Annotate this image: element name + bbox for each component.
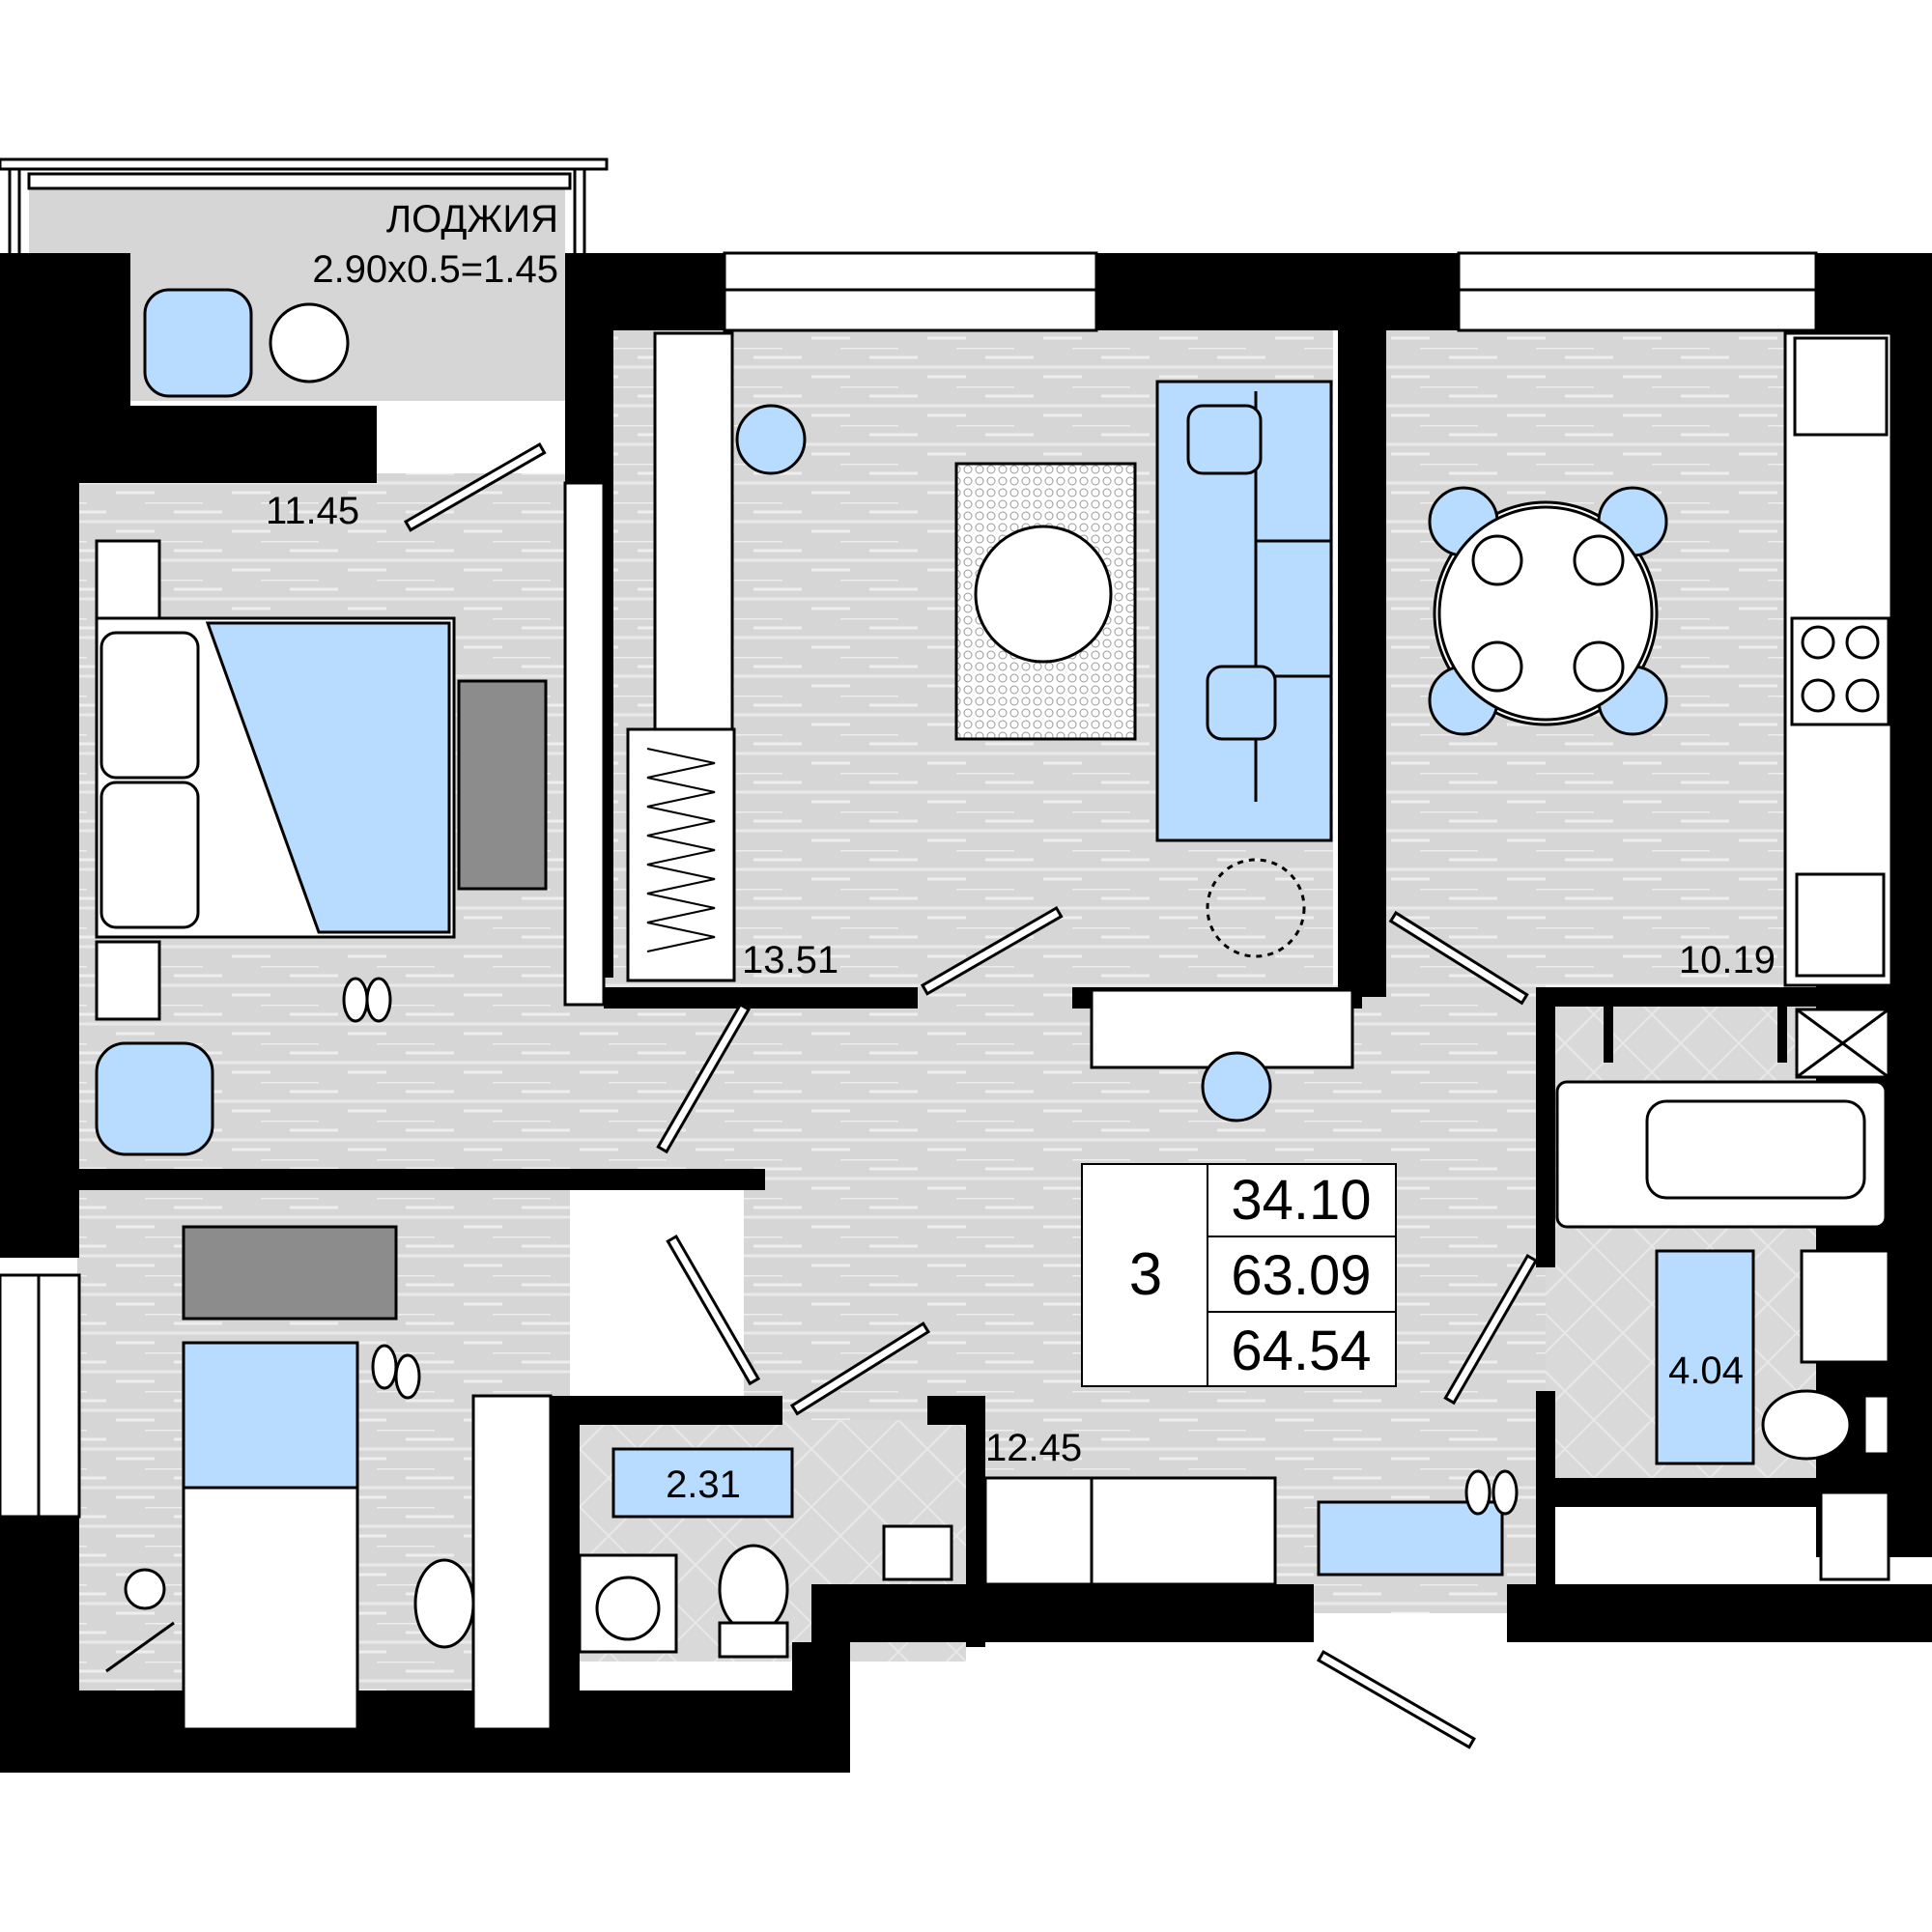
hall-area-label: 12.45 [985, 1427, 1082, 1469]
hall-shoes [1464, 1469, 1492, 1516]
door-entrance [1316, 1649, 1476, 1749]
doors [403, 441, 1539, 1749]
dining-table-top [1437, 505, 1654, 722]
loggia-title: ЛОДЖИЯ [386, 198, 558, 241]
summary-frame [1081, 1163, 1397, 1387]
furniture [95, 288, 1893, 1731]
door-loggia [403, 441, 547, 532]
kids-rug [182, 1225, 398, 1321]
wc-area-label: 2.31 [666, 1463, 741, 1506]
loggia-frame [0, 157, 609, 171]
room-labels: ЛОДЖИЯ 2.90x0.5=1.45 11.45 13.51 10.19 1… [266, 198, 1776, 1730]
bed-blanket [205, 621, 451, 934]
bathroom-mat [1655, 1249, 1755, 1465]
nightstand-bottom [95, 940, 161, 1021]
sofa-cushion-2 [1206, 665, 1277, 741]
door-bath [1443, 1253, 1539, 1406]
fridge [1793, 336, 1889, 437]
hall-pouf [1201, 1051, 1272, 1122]
bed-pillow-bottom [99, 781, 200, 929]
floor-lamp [105, 1621, 175, 1673]
door-wc [789, 1321, 931, 1416]
hall-bench [1317, 1500, 1504, 1577]
living-area-label: 13.51 [742, 939, 838, 981]
living-wardrobe [626, 727, 736, 982]
living-area-total: 34.10 [1231, 1169, 1371, 1232]
bedroom-armchair [95, 1041, 214, 1156]
kitchen-sink [1795, 872, 1886, 978]
wc-mat [611, 1447, 794, 1519]
nightstand-top [95, 539, 161, 620]
wardrobe-hangers [646, 748, 716, 952]
total-with-loggia: 64.54 [1231, 1320, 1371, 1382]
bed-duvet [182, 1486, 359, 1731]
bedroom-rug [457, 679, 548, 891]
pouf [735, 404, 807, 475]
bathroom-sink [1800, 1249, 1890, 1364]
bathroom-area-label: 4.04 [1668, 1350, 1744, 1392]
loggia-armchair [143, 288, 253, 398]
kids-room-area-label: 9.14 [369, 1688, 444, 1730]
bathroom-toilet [1761, 1389, 1852, 1461]
tv-console [1090, 988, 1354, 1069]
door-kitchen [1388, 910, 1529, 1006]
bed-pillow-top [99, 631, 200, 780]
boiler [1819, 1491, 1890, 1581]
bedroom-wardrobe [563, 481, 606, 1007]
bedroom-area-label: 11.45 [266, 490, 359, 532]
loggia-formula: 2.90x0.5=1.45 [312, 248, 558, 291]
kids-slippers [371, 1344, 398, 1390]
window-living [723, 251, 1098, 332]
door-bedroom [656, 1002, 752, 1154]
kids-desk [471, 1394, 553, 1731]
desk-chair [413, 1558, 475, 1649]
loggia-table [269, 302, 350, 384]
outer-wall-top [565, 253, 724, 330]
window-loggia-top [27, 172, 572, 190]
hall-wardrobe [983, 1476, 1277, 1586]
summary-box: 3 34.10 63.09 64.54 [1081, 1163, 1397, 1387]
slippers [342, 977, 369, 1023]
door-living [920, 905, 1064, 996]
kitchen-area-label: 10.19 [1679, 939, 1776, 981]
wc-sink [882, 1524, 953, 1581]
window-kitchen [1457, 251, 1818, 332]
living-desk [653, 331, 734, 731]
rooms-count: 3 [1129, 1241, 1162, 1308]
coffee-table [974, 525, 1113, 664]
door-kids [666, 1234, 761, 1386]
house-plant [1206, 858, 1306, 958]
total-area: 63.09 [1231, 1244, 1371, 1307]
wc-toilet [718, 1544, 789, 1634]
sofa-cushion-1 [1186, 404, 1263, 475]
windows [0, 172, 1818, 1519]
